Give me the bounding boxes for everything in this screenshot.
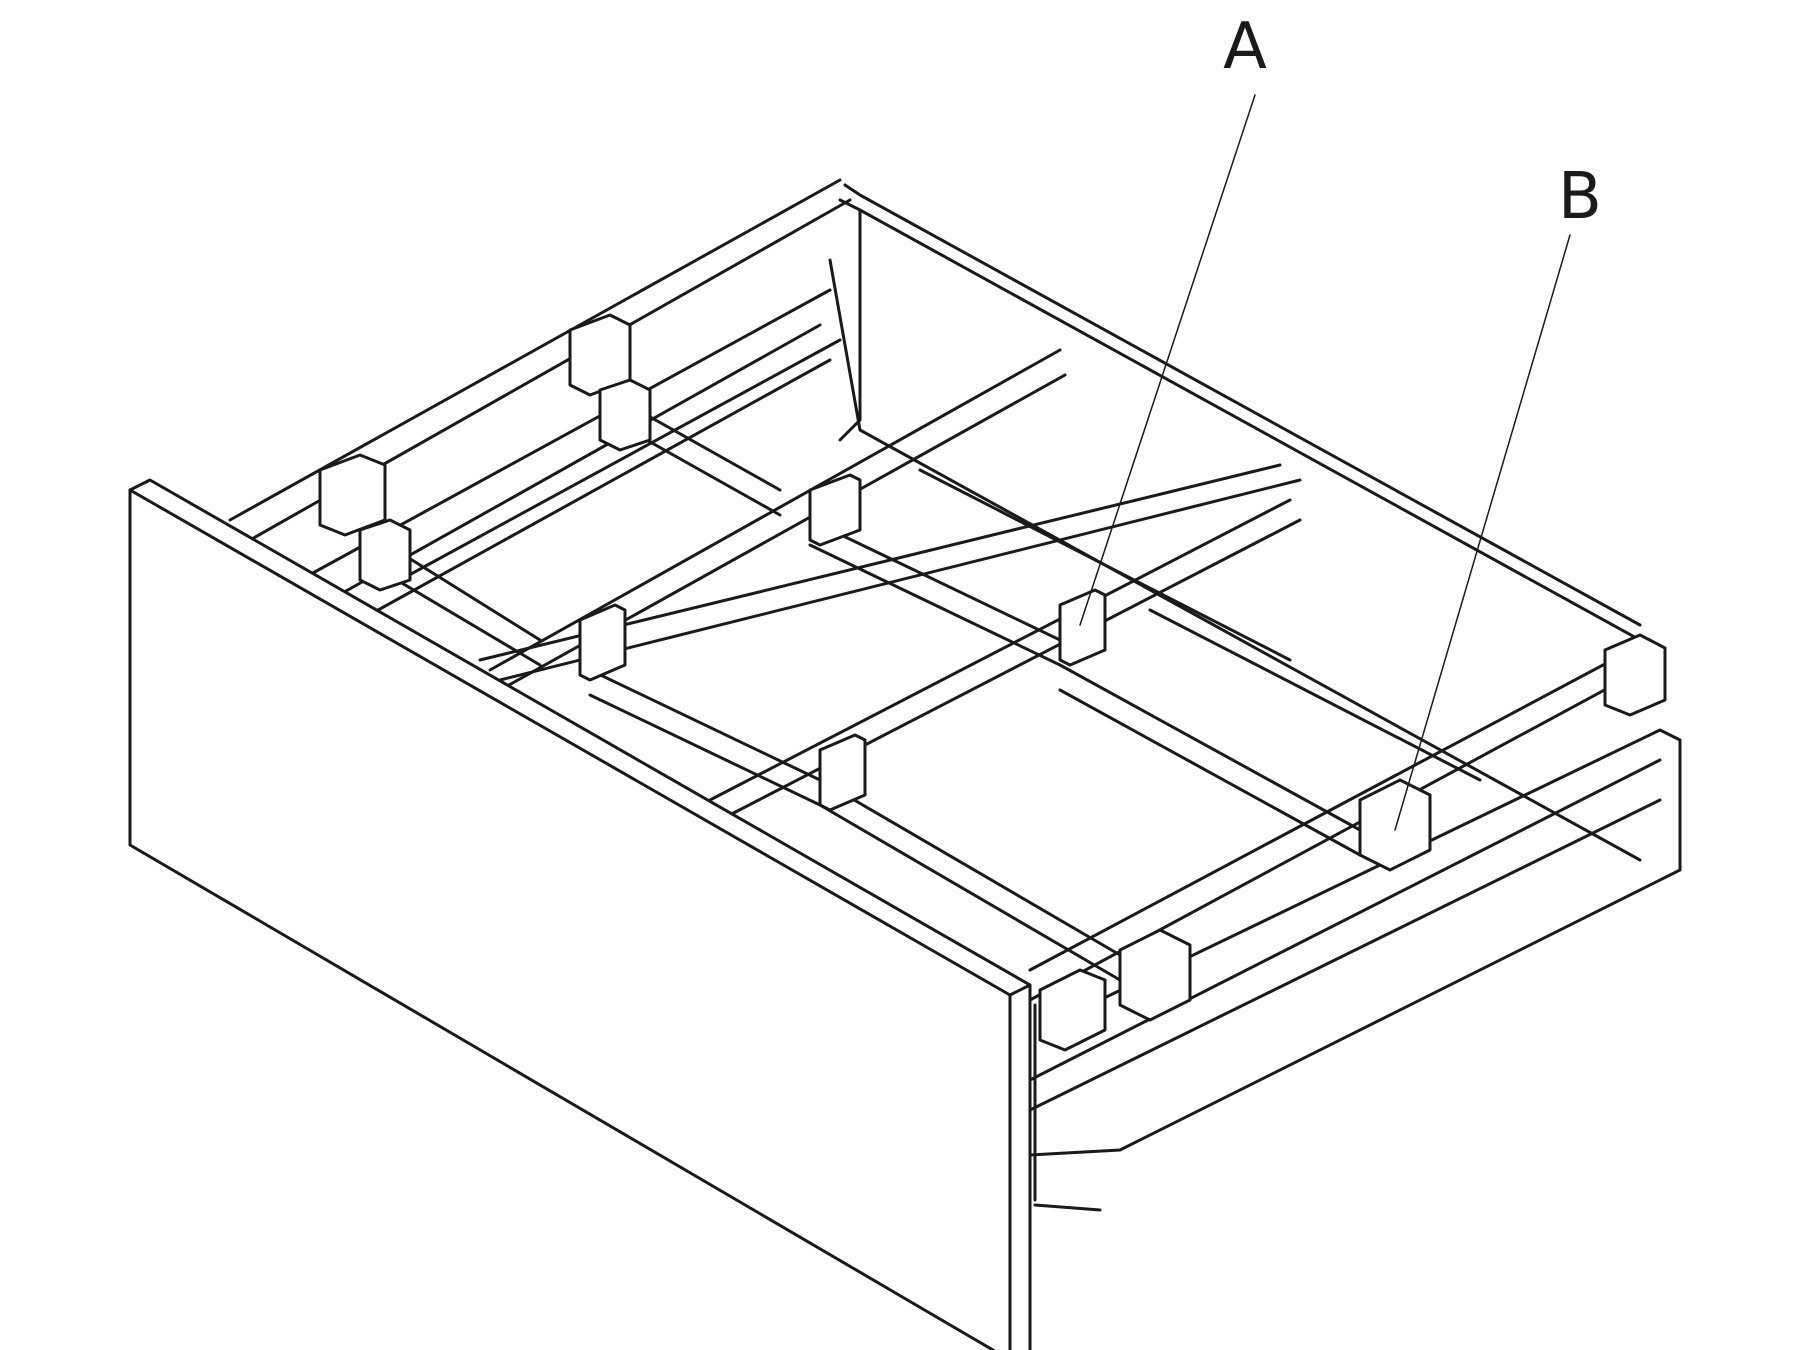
drawer-front-panel: [128, 478, 1032, 1350]
callout-label-a: A: [1223, 10, 1267, 84]
callout-label-b: B: [1558, 160, 1602, 234]
leader-line-b: [1394, 234, 1571, 831]
divider-connectors: [318, 313, 1667, 1052]
divider-grid: [378, 338, 1662, 1002]
callouts: A B: [1079, 10, 1602, 831]
leader-line-a: [1079, 94, 1256, 626]
